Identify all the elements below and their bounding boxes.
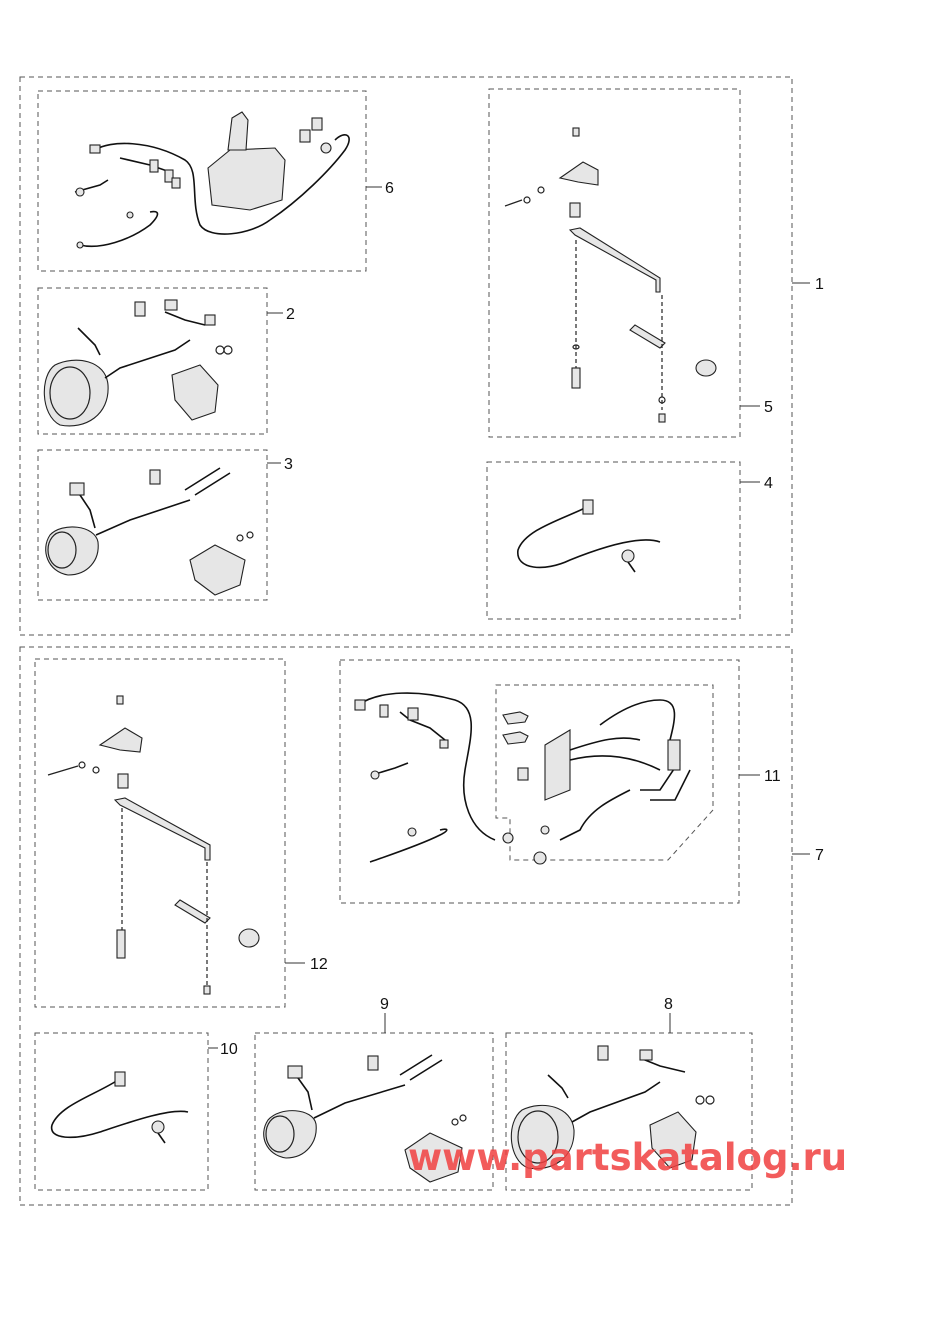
tachometer-drawing-upper bbox=[43, 299, 233, 427]
box-5-bracket bbox=[488, 88, 741, 438]
callout-8: 8 bbox=[664, 996, 673, 1013]
harness-kit-drawing bbox=[354, 692, 691, 865]
box-4-harness bbox=[486, 461, 741, 620]
callout-1: 1 bbox=[815, 276, 824, 293]
callout-3: 3 bbox=[284, 456, 293, 473]
callout-9: 9 bbox=[380, 996, 389, 1013]
box-10-harness bbox=[34, 1032, 209, 1191]
bracket-rod-drawing-lower bbox=[47, 695, 260, 995]
callout-4: 4 bbox=[764, 475, 773, 492]
callout-2: 2 bbox=[286, 306, 295, 323]
remote-control-drawing bbox=[74, 111, 350, 249]
box-2-tachometer bbox=[37, 287, 268, 435]
callout-11: 11 bbox=[764, 768, 781, 785]
box-6-remote-control bbox=[37, 90, 367, 272]
harness-drawing-upper bbox=[517, 499, 661, 573]
box-12-bracket bbox=[34, 658, 286, 1008]
callout-5: 5 bbox=[764, 399, 773, 416]
box-11-sub-harness bbox=[495, 684, 714, 861]
callout-10: 10 bbox=[220, 1041, 238, 1058]
bracket-rod-drawing-upper bbox=[504, 127, 717, 423]
group-box-7 bbox=[19, 646, 793, 1206]
callout-7: 7 bbox=[815, 847, 824, 864]
box-8-tachometer bbox=[505, 1032, 753, 1191]
callout-6: 6 bbox=[385, 180, 394, 197]
box-11-harness-kit bbox=[339, 659, 740, 904]
harness-drawing-lower bbox=[50, 1071, 189, 1144]
watermark-text: www.partskatalog.ru bbox=[408, 1136, 847, 1179]
gauge-drawing-lower bbox=[263, 1054, 467, 1183]
box-9-gauge bbox=[254, 1032, 494, 1191]
tachometer-drawing-lower bbox=[510, 1045, 715, 1170]
group-box-1 bbox=[19, 76, 793, 636]
gauge-drawing-upper bbox=[45, 467, 254, 596]
callout-12: 12 bbox=[310, 956, 328, 973]
